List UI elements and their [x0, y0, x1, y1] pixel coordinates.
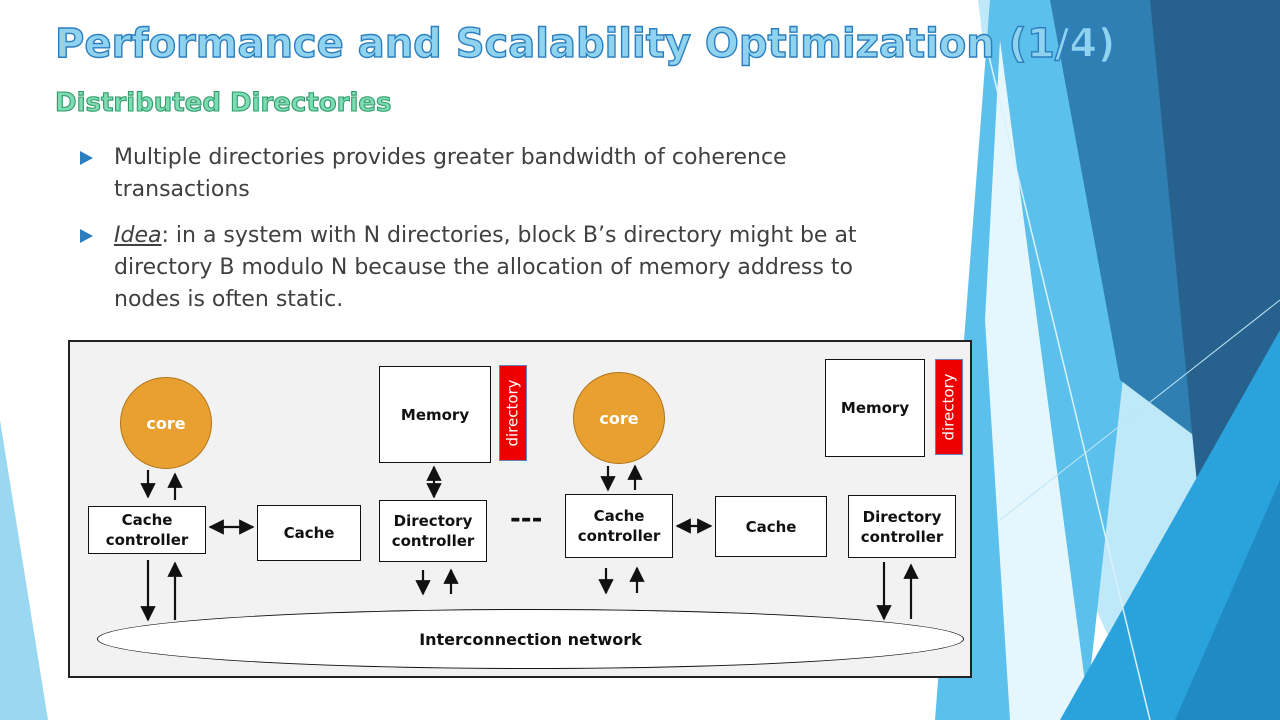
bullet-item: Idea: in a system with N directories, bl… — [80, 220, 910, 316]
cache-2: Cache — [715, 496, 827, 557]
core-node-2: core — [573, 372, 665, 464]
cache-controller-label: Cache controller — [105, 511, 189, 549]
directory-controller-2: Directory controller — [848, 495, 956, 558]
directory-controller-label: Directory controller — [391, 512, 475, 550]
bullet-arrow-icon — [80, 229, 93, 243]
bullet-list: Multiple directories provides greater ba… — [80, 142, 910, 330]
memory-label: Memory — [400, 405, 470, 424]
cache-1: Cache — [257, 505, 361, 561]
interconnection-network: Interconnection network — [97, 609, 964, 669]
slide-subtitle: Distributed Directories — [54, 87, 392, 118]
cache-controller-1: Cache controller — [88, 506, 206, 554]
network-label: Interconnection network — [419, 629, 642, 649]
cache-controller-label: Cache controller — [577, 507, 661, 545]
directory-label: directory — [940, 373, 959, 441]
bullet-item: Multiple directories provides greater ba… — [80, 142, 910, 206]
core-label: core — [599, 408, 639, 428]
directory-controller-label: Directory controller — [860, 507, 944, 546]
directory-2: directory — [935, 359, 963, 455]
bullet-lead-term: Idea — [114, 223, 162, 248]
cache-label: Cache — [283, 524, 335, 542]
cache-label: Cache — [745, 517, 797, 536]
memory-1: Memory — [379, 366, 491, 463]
memory-label: Memory — [840, 399, 910, 417]
core-node-1: core — [120, 377, 212, 469]
cache-controller-2: Cache controller — [565, 494, 673, 558]
bullet-text: : in a system with N directories, block … — [114, 223, 857, 312]
directory-controller-1: Directory controller — [379, 500, 487, 562]
bullet-arrow-icon — [80, 151, 93, 165]
ellipsis-separator: --- — [510, 504, 543, 534]
slide-title: Performance and Scalability Optimization… — [54, 20, 1116, 67]
directory-1: directory — [499, 365, 527, 461]
core-label: core — [146, 413, 186, 433]
directory-label: directory — [504, 379, 523, 447]
memory-2: Memory — [825, 359, 925, 457]
bullet-text: Multiple directories provides greater ba… — [114, 145, 787, 202]
